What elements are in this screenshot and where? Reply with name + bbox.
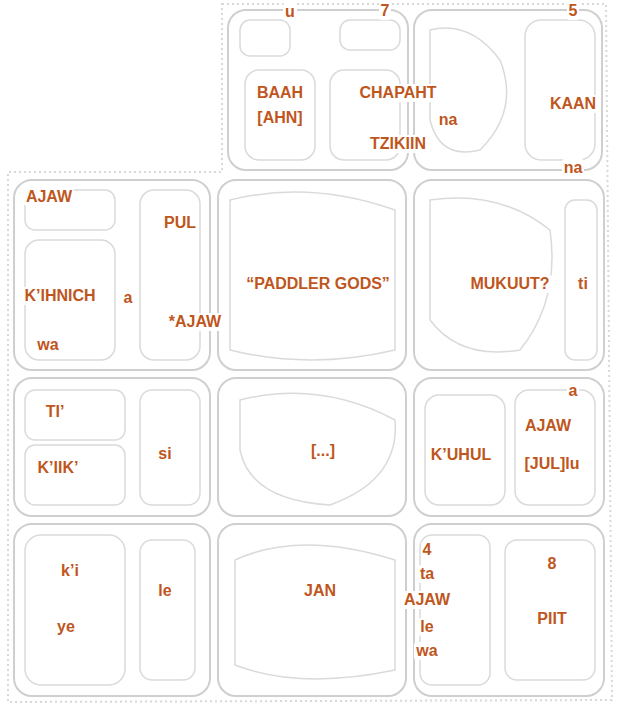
glyph-reading: le (418, 618, 435, 636)
glyph-outlines (8, 4, 612, 702)
glyph-reading: a (567, 382, 580, 400)
glyph-block (14, 524, 210, 696)
glyph-reading: ye (55, 618, 77, 636)
glyph-block (414, 378, 604, 516)
glyph-reading: na (562, 159, 585, 177)
glyph-reading: TZIKIIN (368, 135, 428, 153)
glyph-reading: AJAW (523, 417, 573, 435)
glyph-reading: ti (576, 275, 590, 293)
glyph-reading: na (437, 111, 460, 129)
glyph-reading: JAN (302, 582, 338, 600)
glyph-details (25, 20, 597, 685)
glyph-reading: AJAW (402, 591, 452, 609)
glyph-reading: wa (35, 336, 60, 354)
glyph-reading: le (156, 582, 173, 600)
glyph-reading: TI’ (44, 403, 67, 421)
glyph-reading: PUL (162, 214, 198, 232)
glyph-reading: BAAH (255, 84, 305, 102)
glyph-block (14, 378, 210, 516)
glyph-reading: “PADDLER GODS” (244, 275, 392, 293)
glyph-block (218, 378, 406, 516)
glyph-reading: [AHN] (255, 109, 304, 127)
glyph-reading: AJAW (24, 188, 74, 206)
glyph-block (414, 180, 604, 370)
glyph-reading: 5 (567, 2, 580, 20)
glyph-reading: 8 (546, 555, 559, 573)
glyph-reading: a (122, 289, 135, 307)
glyph-reading: K’IIK’ (36, 459, 81, 477)
glyph-reading: PIIT (535, 610, 568, 628)
glyph-reading: 4 (421, 541, 434, 559)
glyph-reading: ta (418, 565, 436, 583)
glyph-reading: K’IHNICH (22, 287, 97, 305)
glyph-reading: u (283, 3, 297, 21)
glyph-reading: [JUL]lu (522, 455, 581, 473)
glyph-reading: 7 (379, 2, 392, 20)
glyph-reading: *AJAW (167, 313, 223, 331)
glyph-reading: [...] (309, 442, 337, 460)
glyph-reading: MUKUUT? (468, 275, 551, 293)
glyph-block (14, 180, 210, 370)
glyph-reading: K’UHUL (429, 446, 493, 464)
glyph-reading: wa (414, 642, 439, 660)
stone-edge (8, 4, 612, 702)
glyph-block (414, 10, 602, 170)
glyph-block (414, 524, 604, 696)
glyph-block (218, 180, 406, 370)
glyph-block (218, 524, 406, 696)
glyph-reading: CHAPAHT (357, 84, 438, 102)
glyph-reading: si (156, 445, 173, 463)
glyph-reading: k’i (59, 562, 81, 580)
glyph-reading: KAAN (548, 95, 598, 113)
